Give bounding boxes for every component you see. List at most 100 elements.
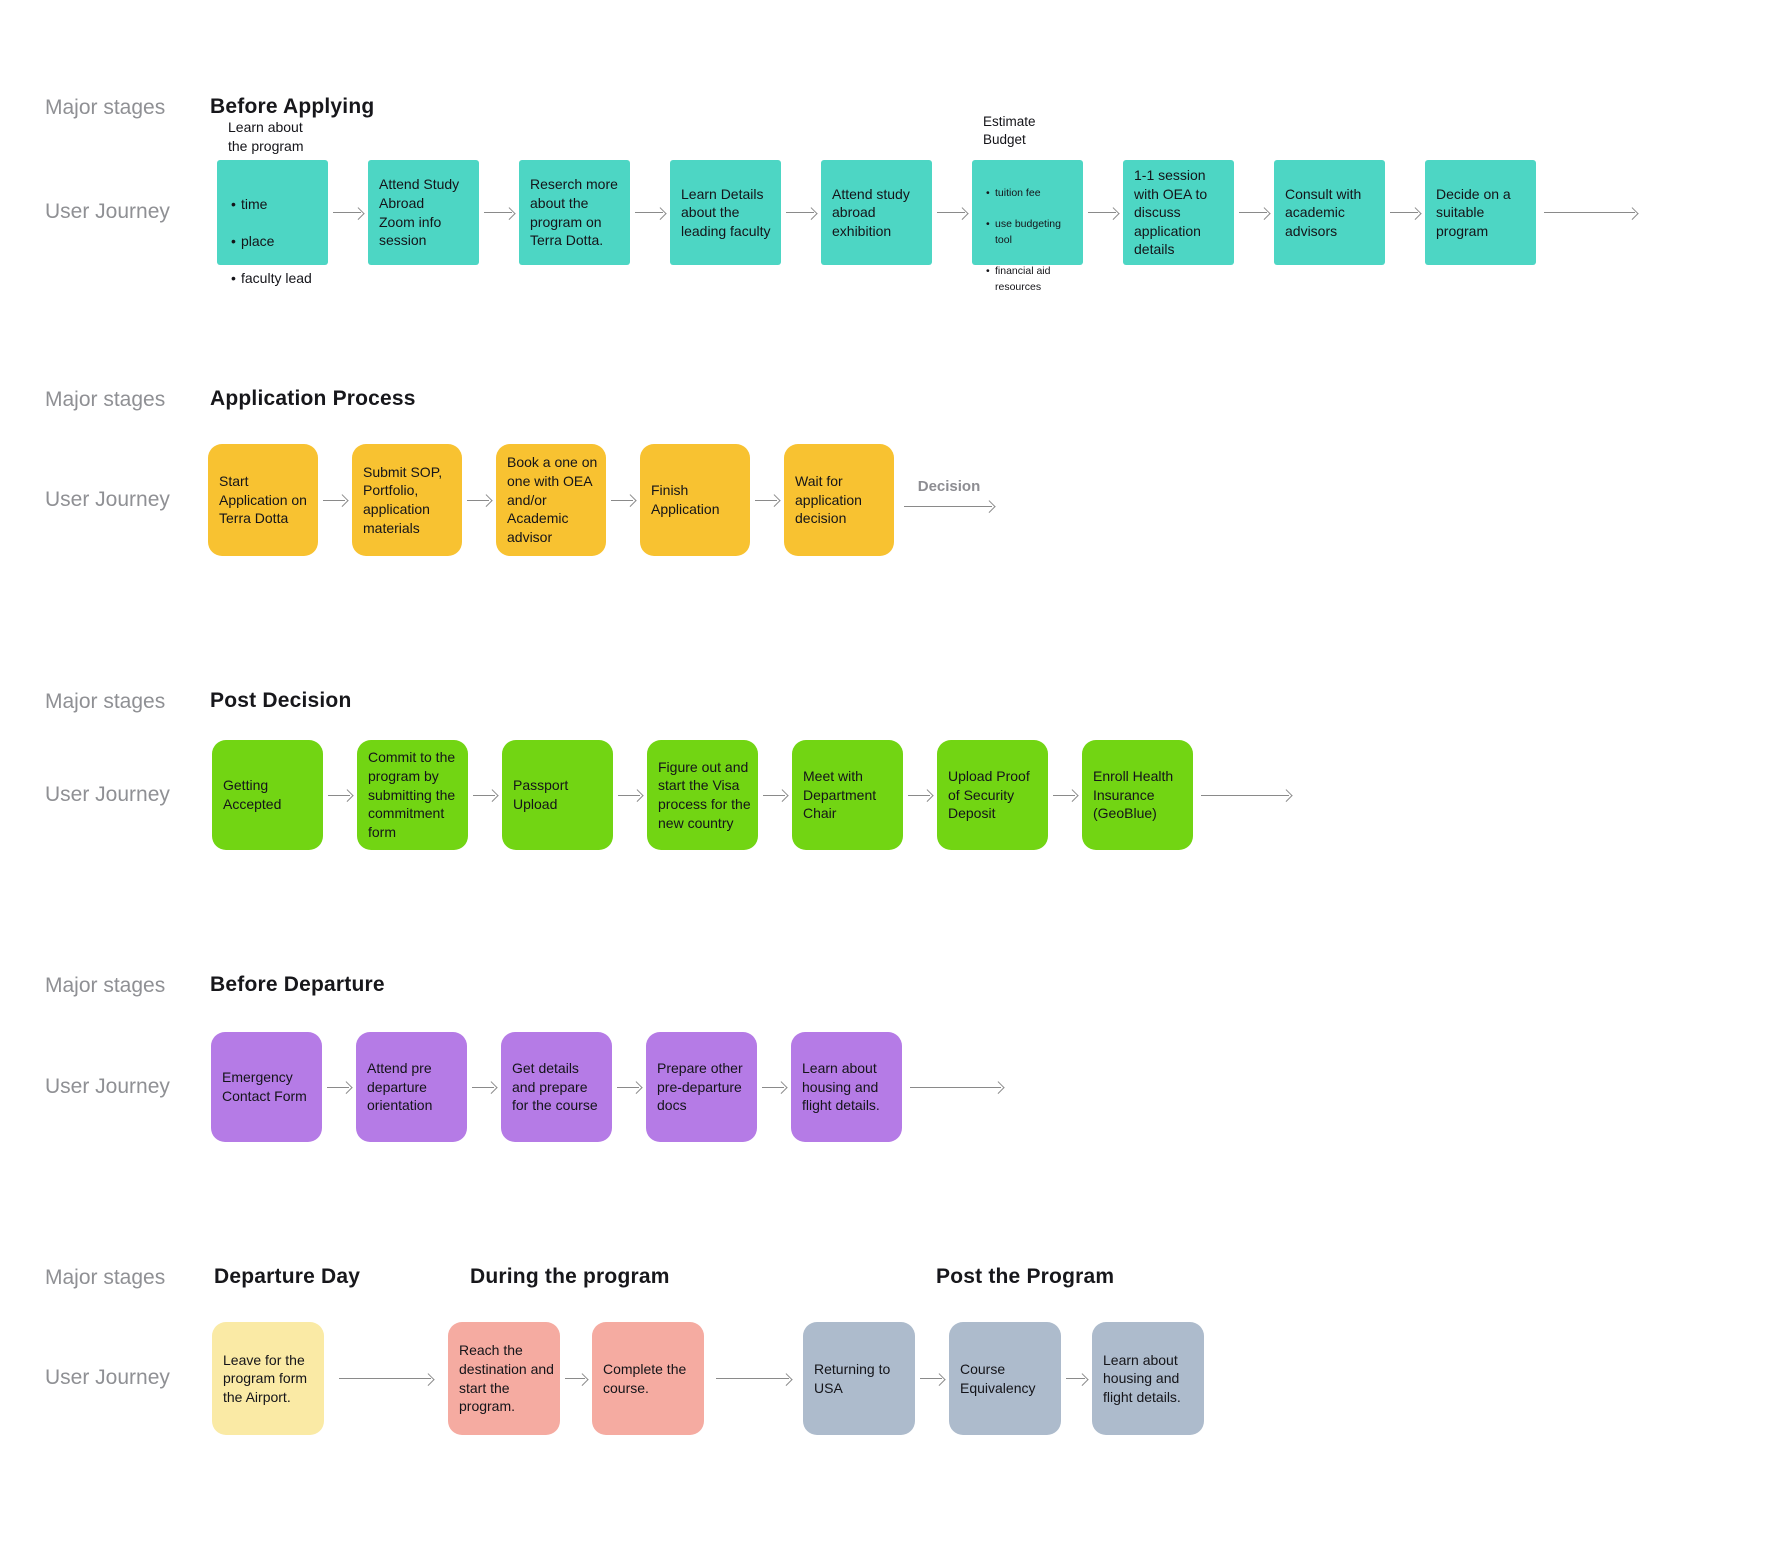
journey-card[interactable]: Upload Proof of Security Deposit [937, 740, 1048, 850]
journey-card[interactable]: Prepare other pre-departure docs [646, 1032, 757, 1142]
journey-card[interactable]: Start Application on Terra Dotta [208, 444, 318, 556]
arrow-icon [1066, 1374, 1087, 1383]
journey-row-post-decision: Getting Accepted Commit to the program b… [212, 740, 1291, 850]
journey-card[interactable]: Course Equivalency [949, 1322, 1061, 1435]
card-text: Getting Accepted [223, 777, 282, 812]
journey-card[interactable]: Learn about housing and flight details. [791, 1032, 902, 1142]
arrow-icon [473, 791, 497, 800]
stage-heading-application-process: Application Process [210, 387, 416, 410]
card-text: Decide on a suitable program [1436, 185, 1511, 239]
card-text: Learn about the program time place facul… [228, 100, 322, 325]
arrow-icon [1544, 208, 1637, 217]
journey-card[interactable]: Book a one on one with OEA and/or Academ… [496, 444, 606, 556]
arrow-icon [327, 1083, 351, 1092]
stage-heading-before-applying: Before Applying [210, 95, 375, 118]
arrow-icon [328, 791, 352, 800]
user-journey-label: User Journey [45, 1366, 170, 1389]
journey-card[interactable]: Emergency Contact Form [211, 1032, 322, 1142]
journey-card[interactable]: Learn about housing and flight details. [1092, 1322, 1204, 1435]
journey-card[interactable]: Attend Study Abroad Zoom info session [368, 160, 479, 265]
card-text: Course Equivalency [960, 1360, 1036, 1396]
arrow-icon [904, 502, 994, 511]
arrow-icon [565, 1374, 587, 1383]
journey-row-application-process: Start Application on Terra Dotta Submit … [208, 444, 994, 556]
journey-card[interactable]: Decide on a suitable program [1425, 160, 1536, 265]
card-bullet: use budgeting tool [983, 217, 1077, 249]
journey-card[interactable]: Estimate Budget tuition fee use budgetin… [972, 114, 1083, 293]
journey-card[interactable]: Commit to the program by submitting the … [357, 740, 468, 850]
arrow-icon [1239, 208, 1269, 217]
journey-card[interactable]: Get details and prepare for the course [501, 1032, 612, 1142]
journey-row-final: Leave for the program form the Airport. … [212, 1322, 1204, 1435]
journey-card[interactable]: Learn about the program time place facul… [217, 119, 328, 288]
major-stages-label: Major stages [45, 388, 166, 411]
journey-card[interactable]: Reach the destination and start the prog… [448, 1322, 560, 1435]
arrow-icon [484, 208, 514, 217]
arrow-icon [333, 208, 363, 217]
major-stages-label: Major stages [45, 974, 166, 997]
journey-card[interactable]: Meet with Department Chair [792, 740, 903, 850]
arrow-icon [635, 208, 665, 217]
journey-card[interactable]: Reserch more about the program on Terra … [519, 160, 630, 265]
journey-card[interactable]: Attend pre departure orientation [356, 1032, 467, 1142]
journey-card[interactable]: 1-1 session with OEA to discuss applicat… [1123, 160, 1234, 265]
major-stages-label: Major stages [45, 690, 166, 713]
card-text: Learn Details about the leading faculty [681, 185, 771, 239]
card-bullet: faculty lead [228, 269, 322, 288]
arrow-icon [1053, 791, 1077, 800]
card-text: 1-1 session with OEA to discuss applicat… [1134, 166, 1208, 258]
user-journey-label: User Journey [45, 1075, 170, 1098]
card-text: Meet with Department Chair [803, 768, 877, 822]
journey-card[interactable]: Leave for the program form the Airport. [212, 1322, 324, 1435]
journey-card[interactable]: Submit SOP, Portfolio, application mater… [352, 444, 462, 556]
arrow-icon [1390, 208, 1420, 217]
journey-card[interactable]: Returning to USA [803, 1322, 915, 1435]
arrow-icon [467, 496, 491, 505]
journey-card[interactable]: Finish Application [640, 444, 750, 556]
card-text: Submit SOP, Portfolio, application mater… [363, 463, 443, 536]
card-text: Commit to the program by submitting the … [368, 749, 456, 840]
card-text: Consult with academic advisors [1285, 185, 1362, 239]
stage-heading-before-departure: Before Departure [210, 973, 385, 996]
card-text: Prepare other pre-departure docs [657, 1060, 743, 1114]
arrow-icon [762, 1083, 786, 1092]
user-journey-label: User Journey [45, 783, 170, 806]
arrow-icon [1201, 791, 1291, 800]
card-text: Learn about housing and flight details. [1103, 1351, 1181, 1405]
card-text: Attend pre departure orientation [367, 1060, 433, 1114]
journey-card[interactable]: Wait for application decision [784, 444, 894, 556]
card-text: Complete the course. [603, 1360, 687, 1396]
arrow-icon [786, 208, 816, 217]
journey-card[interactable]: Passport Upload [502, 740, 613, 850]
arrow-icon [910, 1083, 1003, 1092]
journey-card[interactable]: Attend study abroad exhibition [821, 160, 932, 265]
stage-heading-departure-day: Departure Day [214, 1265, 361, 1288]
journey-card[interactable]: Enroll Health Insurance (GeoBlue) [1082, 740, 1193, 850]
card-bullet: tuition fee [983, 186, 1077, 202]
arrow-icon [618, 791, 642, 800]
arrow-icon [937, 208, 967, 217]
card-bullets: tuition fee use budgeting tool financial… [983, 170, 1077, 312]
decision-label: Decision [917, 477, 981, 495]
journey-card[interactable]: Consult with academic advisors [1274, 160, 1385, 265]
decision-arrow: Decision [904, 478, 994, 511]
journey-card[interactable]: Complete the course. [592, 1322, 704, 1435]
arrow-icon [755, 496, 779, 505]
card-text: Wait for application decision [795, 473, 862, 527]
major-stages-label: Major stages [45, 1266, 166, 1289]
stage-heading-post-program: Post the Program [936, 1265, 1115, 1288]
user-journey-label: User Journey [45, 488, 170, 511]
card-bullet: place [228, 232, 322, 251]
journey-card[interactable]: Figure out and start the Visa process fo… [647, 740, 758, 850]
card-text: Learn about housing and flight details. [802, 1060, 880, 1114]
card-title: Estimate Budget [983, 114, 1036, 148]
card-text: Upload Proof of Security Deposit [948, 768, 1030, 822]
journey-card[interactable]: Getting Accepted [212, 740, 323, 850]
journey-card[interactable]: Learn Details about the leading faculty [670, 160, 781, 265]
arrow-icon [763, 791, 787, 800]
arrow-icon [323, 496, 347, 505]
card-text: Figure out and start the Visa process fo… [658, 758, 751, 831]
journey-row-before-applying: Learn about the program time place facul… [217, 114, 1637, 293]
card-text: Finish Application [651, 482, 720, 517]
